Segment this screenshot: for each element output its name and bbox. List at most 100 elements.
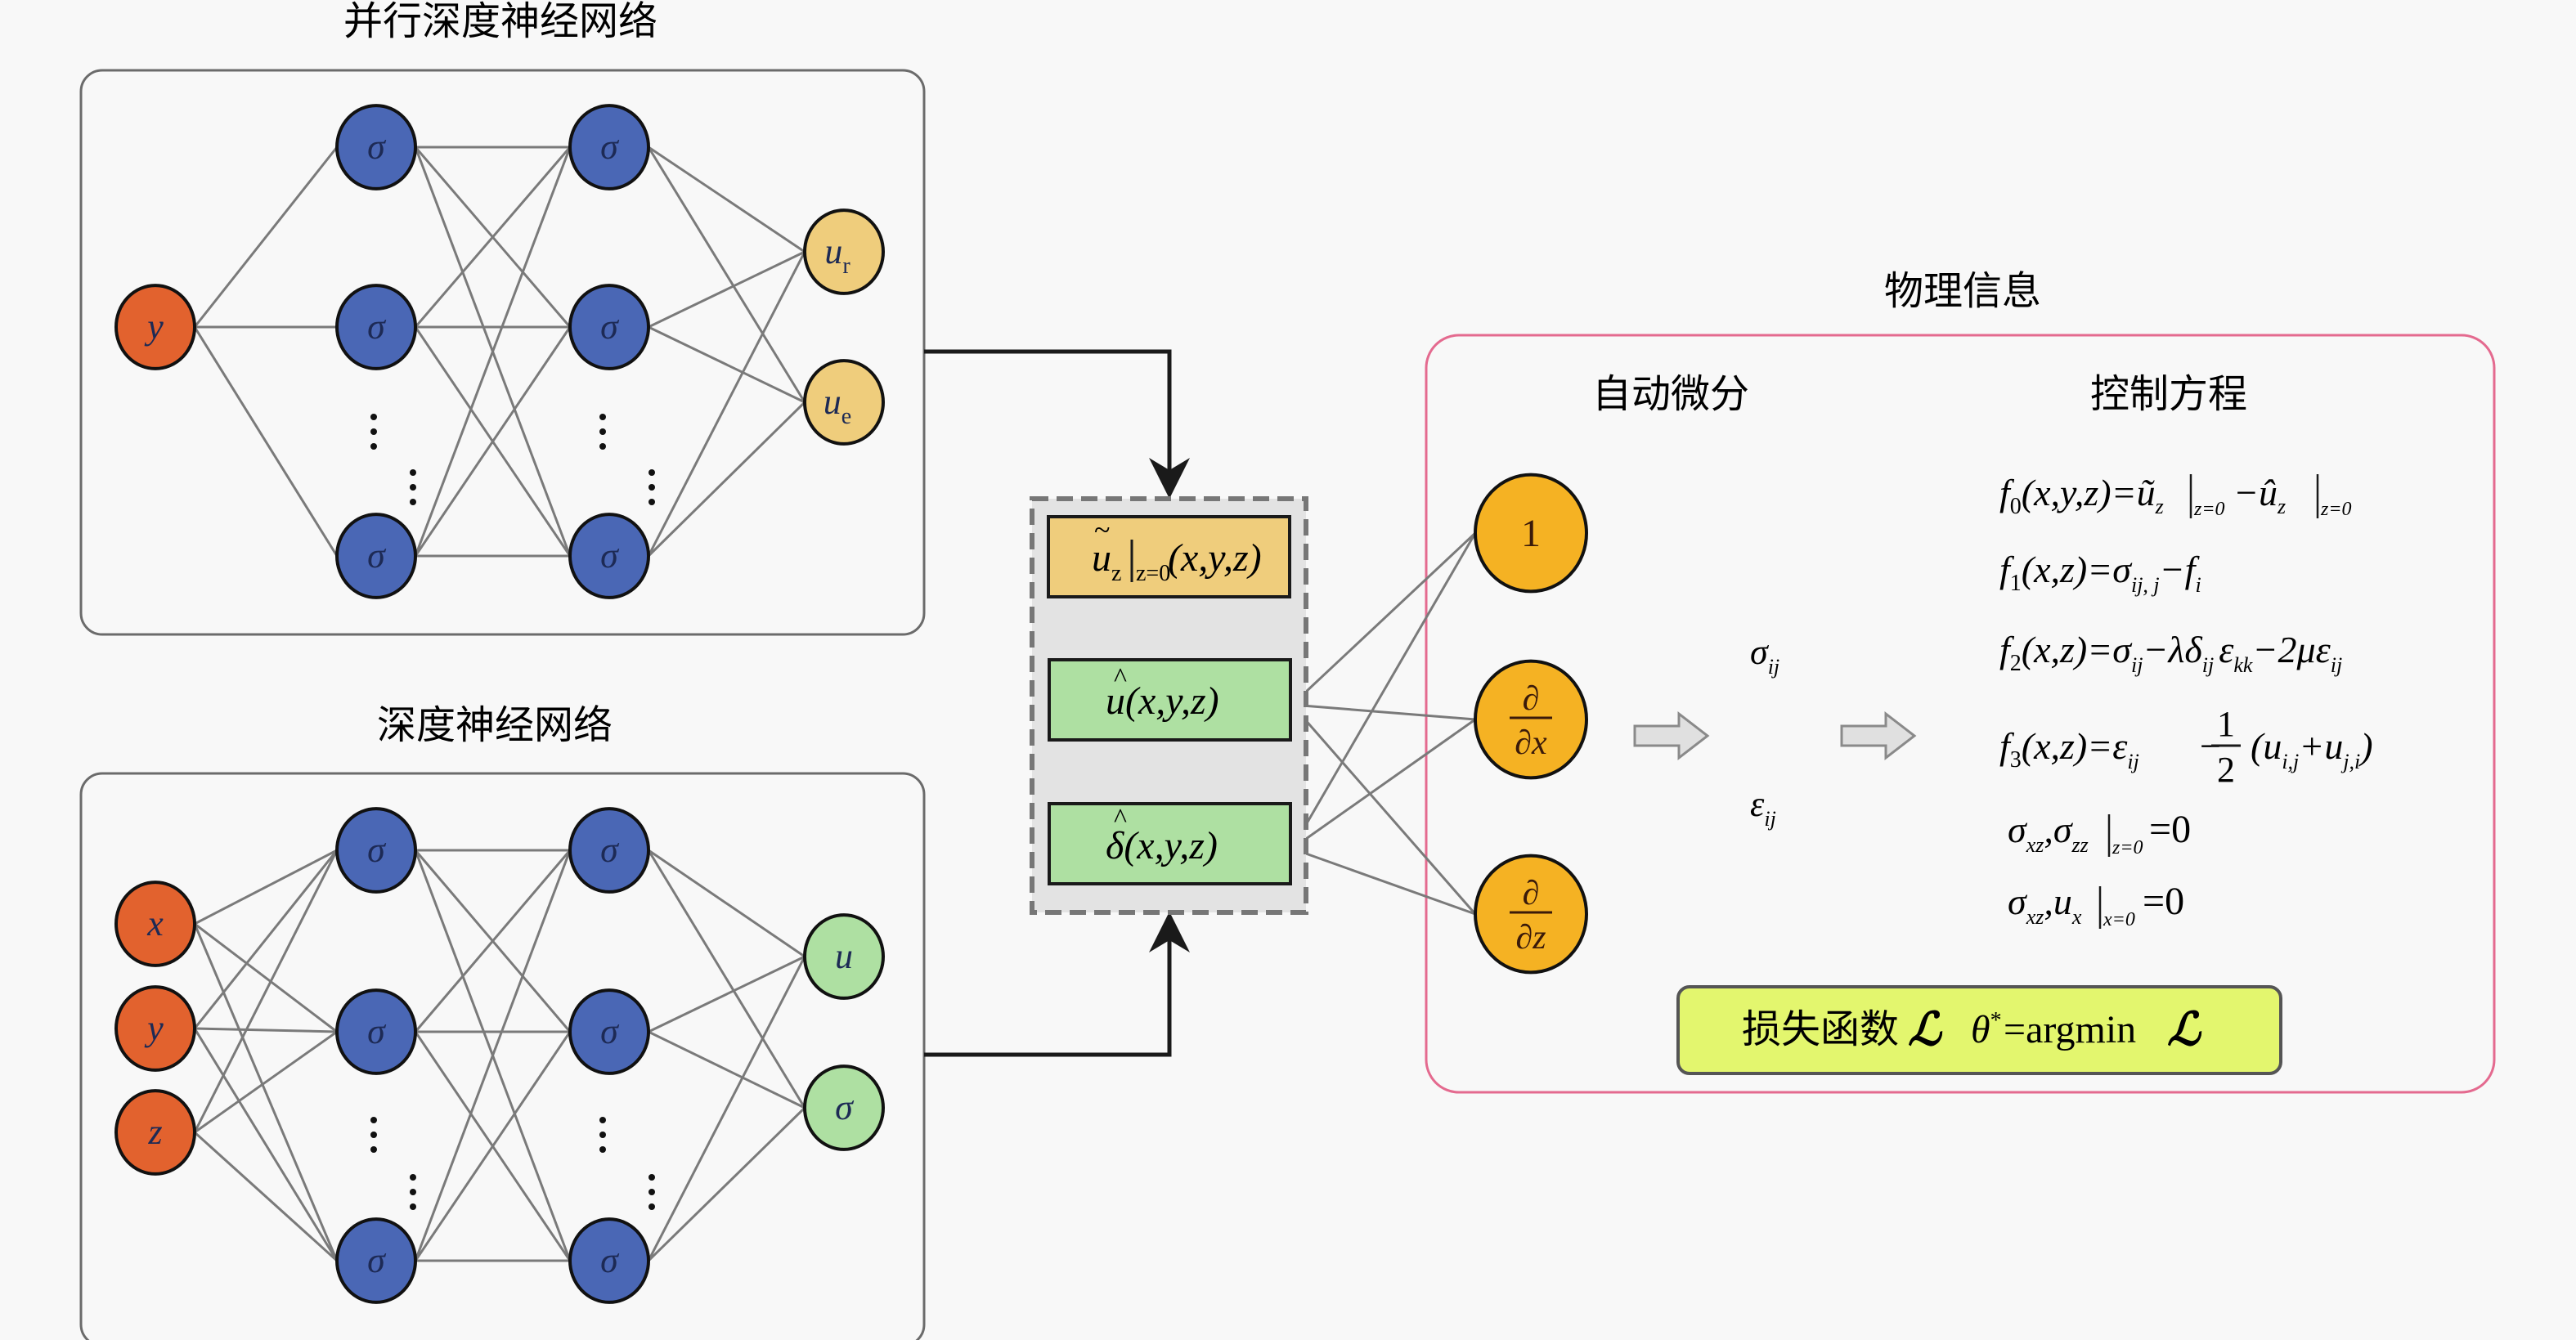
svg-text:σxz,σzz: σxz,σzz xyxy=(2008,809,2089,857)
svg-text:(ui,j+uj,i): (ui,j+uj,i) xyxy=(2251,725,2373,773)
input-node-z-circle xyxy=(114,1089,196,1176)
ellipsis-icon xyxy=(370,414,377,450)
prediction-box-delta xyxy=(1048,802,1292,885)
edge xyxy=(648,250,806,329)
output-node-ue-circle xyxy=(803,359,885,446)
hidden-node-circle xyxy=(335,104,417,190)
svg-text:=0: =0 xyxy=(2143,880,2184,923)
edge xyxy=(648,955,806,1033)
identity-node: 1 xyxy=(1474,473,1588,594)
edge xyxy=(1291,847,1476,916)
edge xyxy=(414,326,572,557)
equation-f1: f1(x,z)=σij, j−fi xyxy=(1999,549,2201,597)
edge xyxy=(647,146,806,403)
svg-text:^: ^ xyxy=(1114,663,1127,693)
hidden-node: σ xyxy=(568,513,650,599)
loss-function-label: 损失函数 ℒ θ* =argmin ℒ xyxy=(1742,1005,2202,1055)
svg-text:θ*: θ* xyxy=(1971,1008,2002,1051)
loss-function-box xyxy=(1676,985,2282,1075)
hidden-node-label: σ xyxy=(600,536,620,576)
svg-text:z=0: z=0 xyxy=(2193,499,2225,520)
ellipsis-icon xyxy=(648,1174,655,1210)
output-node-ur-circle xyxy=(803,208,885,295)
hidden-node: σ xyxy=(335,513,417,599)
hidden-node-label: σ xyxy=(600,307,620,347)
edge xyxy=(647,956,806,1262)
svg-text:z=0: z=0 xyxy=(1136,561,1170,586)
edge xyxy=(1291,703,1476,721)
svg-text:^: ^ xyxy=(1114,804,1127,834)
svg-text:x=0: x=0 xyxy=(2103,909,2135,930)
partial-z-node-circle xyxy=(1474,854,1588,975)
partial-z-node-denominator: ∂z xyxy=(1515,919,1546,957)
partial-z-node-numerator: ∂ xyxy=(1523,875,1540,912)
svg-text:f1(x,z)=σij, j−fi: f1(x,z)=σij, j−fi xyxy=(1999,549,2201,597)
edge xyxy=(414,1031,572,1262)
edge xyxy=(414,849,572,1033)
output-node-sigma-label: σ xyxy=(835,1087,855,1127)
output-node-u-circle xyxy=(803,913,885,1000)
edge xyxy=(414,849,572,1262)
ellipsis-icon xyxy=(410,469,416,505)
edge xyxy=(1291,718,1476,850)
svg-text:−ûz: −ûz xyxy=(2233,472,2286,518)
dnn-title: 深度神经网络 xyxy=(377,702,613,748)
output-node-sigma-circle xyxy=(803,1064,885,1151)
partial-x-node-circle xyxy=(1474,659,1588,780)
svg-text:f0(x,y,z)=ũz: f0(x,y,z)=ũz xyxy=(1999,472,2164,519)
input-node-x-label: x xyxy=(146,903,164,943)
equation-f3: f3(x,z)=εij − 1 2 (ui,j+uj,i) xyxy=(1999,704,2373,790)
hidden-node: σ xyxy=(335,1217,417,1304)
dnn-panel xyxy=(79,772,926,1340)
partial-z-node: ∂ ∂z xyxy=(1474,854,1588,975)
hidden-node: σ xyxy=(335,988,417,1075)
hidden-node: σ xyxy=(568,284,650,370)
hidden-node: σ xyxy=(335,104,417,190)
boundary-condition-1: σxz,σzz z=0 =0 xyxy=(2008,808,2191,858)
output-node-ur-label: ur xyxy=(824,231,850,279)
edge xyxy=(1290,532,1477,849)
strain-tensor-label: εij xyxy=(1750,784,1776,831)
physics-title: 物理信息 xyxy=(1884,268,2041,314)
hidden-node-label: σ xyxy=(367,127,387,167)
hidden-node-circle xyxy=(335,284,417,370)
prediction-derivative-connections xyxy=(1290,531,1477,916)
hidden-node: σ xyxy=(568,807,650,894)
edge xyxy=(648,325,806,404)
dnn-connections xyxy=(193,849,806,1262)
input-node-y: y xyxy=(114,284,196,370)
edge xyxy=(193,1131,339,1262)
edge xyxy=(194,922,338,1033)
hidden-node: σ xyxy=(568,104,650,190)
identity-node-circle xyxy=(1474,473,1588,594)
edge xyxy=(194,1027,338,1033)
hidden-node: σ xyxy=(568,988,650,1075)
hidden-node-circle xyxy=(335,1217,417,1304)
block-arrow-icon xyxy=(1840,710,1917,761)
hidden-node-label: σ xyxy=(600,127,620,167)
hidden-node-label: σ xyxy=(367,830,387,870)
ellipsis-icon xyxy=(410,1174,416,1210)
hidden-node-label: σ xyxy=(600,1011,620,1051)
edge xyxy=(647,849,806,1109)
edge xyxy=(194,849,338,925)
hidden-node: σ xyxy=(335,807,417,894)
edge xyxy=(647,251,806,557)
edge xyxy=(193,923,339,1262)
edge xyxy=(193,849,339,1133)
identity-node-label: 1 xyxy=(1521,512,1541,555)
input-node-y-label: y xyxy=(144,307,164,347)
edge xyxy=(648,1030,806,1109)
parallel-dnn-panel xyxy=(79,69,926,636)
output-node-ue: ue xyxy=(803,359,885,446)
edge xyxy=(648,146,806,253)
svg-text:2: 2 xyxy=(2217,750,2235,790)
hidden-node-label: σ xyxy=(367,1011,387,1051)
partial-x-node: ∂∂x xyxy=(1474,659,1588,780)
edge xyxy=(1290,531,1477,706)
edge xyxy=(648,849,806,958)
edge xyxy=(414,146,572,557)
autodiff-header: 自动微分 xyxy=(1592,371,1749,417)
